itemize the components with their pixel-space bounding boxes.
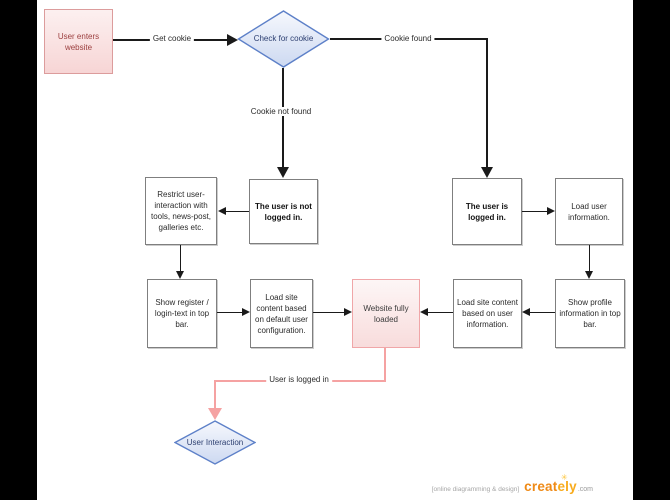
node-label: Load site content based on user informat…: [457, 298, 518, 329]
arrowhead-down-pink-icon: [208, 408, 222, 420]
connector-to-loaded-left: [313, 312, 345, 313]
connector-show-profile: [589, 245, 590, 271]
node-restrict-interaction[interactable]: Restrict user-interaction with tools, ne…: [145, 177, 217, 245]
connector-to-loaded-right: [428, 312, 453, 313]
node-check-for-cookie[interactable]: Check for cookie: [237, 10, 330, 68]
creately-logo[interactable]: creately✳: [524, 473, 577, 494]
arrowhead-down-icon: [585, 271, 593, 279]
node-label: User enters website: [57, 31, 100, 52]
brand-text-head: creat: [524, 479, 558, 494]
arrowhead-left-icon: [218, 207, 226, 215]
node-user-enters-website[interactable]: User enters website: [44, 9, 113, 74]
sparkle-icon: ✳: [560, 473, 568, 482]
arrowhead-right-icon: [344, 308, 352, 316]
connector-load-user: [522, 211, 548, 212]
brand-tld: .com: [577, 486, 593, 493]
edge-label-user-logged-in: User is logged in: [266, 375, 332, 384]
node-label: Load user information.: [568, 201, 610, 222]
node-website-fully-loaded[interactable]: Website fully loaded: [352, 279, 420, 348]
arrowhead-down-icon: [176, 271, 184, 279]
connector-load-default: [217, 312, 243, 313]
edge-label-get-cookie: Get cookie: [149, 34, 195, 43]
watermark-tagline: [online diagramming & design]: [431, 486, 520, 493]
node-label: Load site content based on default user …: [255, 292, 308, 335]
connector-user-logged-in-v1: [384, 348, 386, 382]
arrowhead-right-icon: [242, 308, 250, 316]
connector-restrict: [226, 211, 249, 212]
arrowhead-left-icon: [420, 308, 428, 316]
node-load-user-information[interactable]: Load user information.: [555, 178, 623, 245]
node-load-site-user[interactable]: Load site content based on user informat…: [453, 279, 522, 348]
arrowhead-left-icon: [522, 308, 530, 316]
edge-label-cookie-not-found: Cookie not found: [247, 107, 315, 116]
node-label: Website fully loaded: [363, 303, 409, 324]
connector-cookie-found-v: [486, 38, 488, 168]
diagram-canvas: User enters website Check for cookie Res…: [37, 0, 633, 500]
node-load-site-default[interactable]: Load site content based on default user …: [250, 279, 313, 348]
node-label: The user is not logged in.: [255, 201, 312, 222]
arrowhead-right-icon: [227, 34, 238, 46]
node-user-logged-in[interactable]: The user is logged in.: [452, 178, 522, 245]
node-user-interaction[interactable]: User Interaction: [173, 420, 257, 465]
arrowhead-down-icon: [277, 167, 289, 178]
connector-cookie-not-found: [282, 68, 284, 168]
connector-user-logged-in-v2: [214, 380, 216, 410]
arrowhead-down-icon: [481, 167, 493, 178]
node-user-not-logged-in[interactable]: The user is not logged in.: [249, 179, 318, 244]
edge-label-cookie-found: Cookie found: [381, 34, 435, 43]
node-label: The user is logged in.: [465, 201, 509, 222]
node-label: Restrict user-interaction with tools, ne…: [150, 190, 212, 232]
creately-watermark[interactable]: [online diagramming & design] creately✳ …: [431, 473, 593, 494]
node-label: User Interaction: [186, 437, 244, 447]
node-label: Check for cookie: [253, 34, 314, 43]
connector-show-register: [180, 245, 181, 271]
arrowhead-right-icon: [547, 207, 555, 215]
node-show-profile[interactable]: Show profile information in top bar.: [555, 279, 625, 348]
connector-load-site-user: [530, 312, 555, 313]
node-label: Show register / login-text in top bar.: [154, 298, 210, 329]
brand-text-tail: ely: [557, 479, 577, 494]
node-label: Show profile information in top bar.: [559, 298, 621, 329]
decision-diamond-shape: [237, 10, 330, 68]
decision-diamond-shape: [173, 420, 257, 465]
node-show-register[interactable]: Show register / login-text in top bar.: [147, 279, 217, 348]
